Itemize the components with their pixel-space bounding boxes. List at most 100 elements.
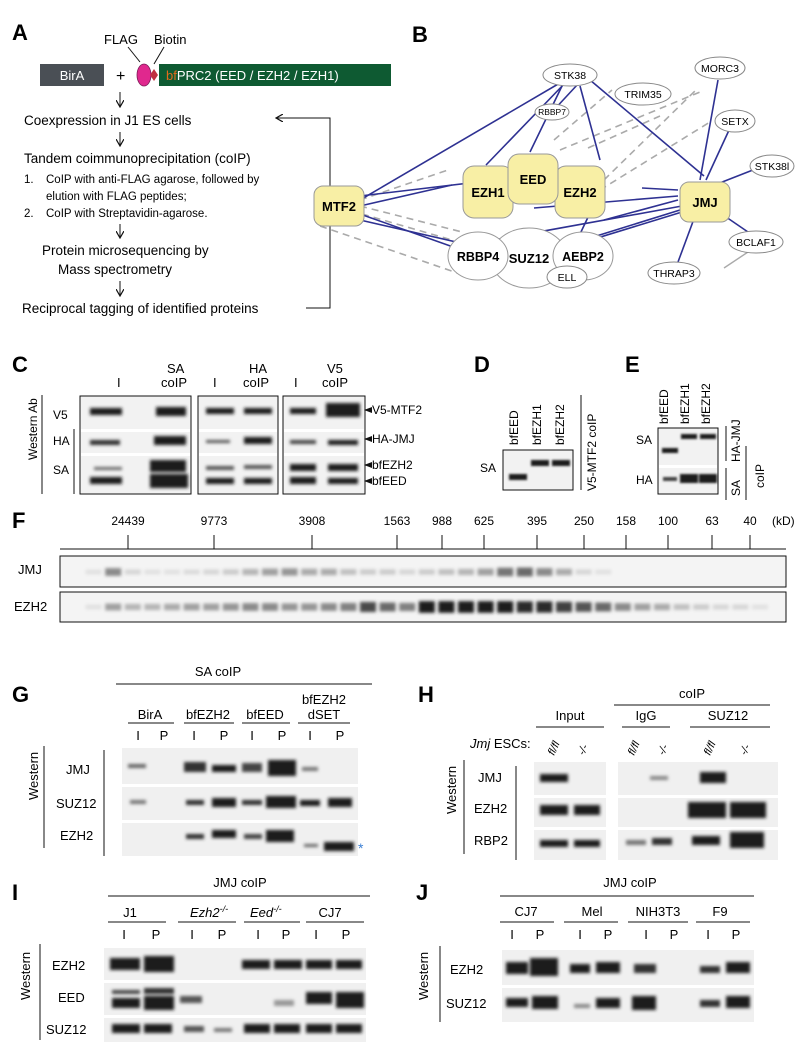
i-group-j1: J1 — [123, 905, 137, 920]
panel-i-letter: I — [12, 880, 18, 905]
step-1-text: CoIP with anti-FLAG agarose, followed by — [46, 174, 260, 186]
node-eed — [507, 153, 559, 205]
node-stk38l-label: STK38l — [755, 161, 789, 173]
f-jmj-band — [556, 568, 572, 576]
g-band — [302, 767, 318, 771]
c-band — [150, 474, 188, 488]
node-rbbp4 — [447, 231, 509, 281]
g-group-bfezh2: bfEZH2 — [186, 707, 230, 722]
node-suz12-label: SUZ12 — [509, 251, 549, 266]
row-sa: SA — [53, 463, 69, 477]
e-band — [681, 434, 697, 439]
c-arrow-bfezh2: bfEZH2 — [372, 458, 413, 472]
c-band — [154, 436, 186, 445]
g-group-bfeed: bfEED — [246, 707, 284, 722]
j-lane-i: I — [578, 927, 582, 942]
c-band — [206, 466, 234, 470]
j-band — [532, 996, 558, 1009]
j-group-mel: Mel — [582, 904, 603, 919]
f-ezh2-band — [399, 602, 416, 612]
c-band — [326, 403, 360, 417]
i-band — [306, 1024, 332, 1033]
f-jmj-band — [164, 569, 180, 575]
biotin-tag-icon — [150, 69, 158, 81]
i-divider — [104, 980, 366, 983]
c-g1-lane-i: I — [117, 375, 121, 390]
i-group-ezh2: Ezh2-/- — [190, 904, 228, 920]
f-jmj-band — [281, 568, 298, 576]
h-row-jmj: JMJ — [478, 770, 502, 785]
g-row-ezh2: EZH2 — [60, 828, 93, 843]
h-band — [692, 836, 720, 845]
step-mass-spec: Mass spectrometry — [58, 262, 172, 277]
h-band — [540, 774, 568, 782]
i-band — [144, 956, 174, 972]
h-jmj-italic: Jmj — [469, 736, 491, 751]
row-v5: V5 — [53, 408, 68, 422]
i-band — [336, 992, 364, 1008]
c-band — [90, 477, 122, 484]
c-band — [290, 464, 316, 471]
g-band — [266, 830, 294, 842]
c-band — [206, 478, 234, 484]
c-g2-lane-i: I — [213, 375, 217, 390]
i-lane-p: P — [218, 927, 227, 942]
h-bands — [540, 772, 766, 848]
c-arrow-bfeed: bfEED — [372, 474, 407, 488]
d-band — [531, 460, 549, 466]
j-group-nih3t3: NIH3T3 — [636, 904, 681, 919]
panel-e-letter: E — [625, 352, 640, 377]
c-band — [290, 408, 316, 414]
f-ezh2-band — [556, 601, 572, 613]
e-bands — [662, 434, 717, 483]
i-row-eed: EED — [58, 990, 85, 1005]
h-genotypes: fl/fl -/- fl/fl -/- fl/fl -/- — [546, 739, 753, 757]
f-ezh2-band — [340, 602, 357, 612]
f-tick: 158 — [616, 514, 636, 528]
c-arrowheads — [364, 407, 372, 484]
d-side-label: V5-MTF2 coIP — [585, 414, 599, 491]
j-row-ezh2: EZH2 — [450, 962, 483, 977]
edge-solid — [579, 85, 601, 161]
arrowhead-icon — [364, 462, 372, 468]
g-divider — [122, 784, 358, 787]
f-tick: 625 — [474, 514, 494, 528]
c-g1-sa: SA — [167, 361, 185, 376]
i-eed-name: Eed — [250, 905, 274, 920]
j-band — [596, 962, 620, 973]
i-band — [306, 960, 332, 969]
g-lane-p: P — [220, 728, 229, 743]
i-row-suz12: SUZ12 — [46, 1022, 86, 1037]
node-ell — [546, 265, 588, 289]
f-ezh2-band — [242, 603, 259, 611]
plus-sign: + — [116, 68, 125, 85]
step-2-text: CoIP with Streptavidin-agarose. — [46, 208, 208, 220]
g-band — [300, 800, 320, 806]
f-ezh2-band — [595, 602, 612, 612]
c-band — [90, 408, 122, 415]
c-div — [81, 453, 190, 456]
f-jmj-band — [183, 569, 200, 575]
g-blot — [122, 748, 358, 856]
c-div — [81, 429, 190, 432]
i-lane-i: I — [256, 927, 260, 942]
e-row-ha: HA — [636, 473, 653, 487]
node-rbbp4-label: RBBP4 — [457, 250, 499, 264]
node-mtf2 — [313, 185, 365, 227]
node-bclaf1-label: BCLAF1 — [736, 237, 776, 249]
i-band — [242, 960, 270, 969]
h-divider — [618, 795, 778, 798]
panel-h-letter: H — [418, 682, 434, 707]
f-ezh2-band — [712, 604, 729, 610]
f-jmj-band — [85, 569, 102, 575]
j-lane-i: I — [644, 927, 648, 942]
edge-solid — [705, 127, 731, 181]
f-ezh2-band — [262, 603, 278, 611]
f-tick: 9773 — [201, 514, 228, 528]
panel-c: C Western Ab V5 HA SA I SA coIP I HA coI… — [12, 352, 422, 495]
i-ezh2-sup: -/- — [220, 904, 229, 914]
j-band — [570, 964, 590, 973]
flag-tag-icon — [136, 63, 152, 87]
g-band — [212, 798, 236, 807]
arrowhead-icon — [364, 407, 372, 413]
